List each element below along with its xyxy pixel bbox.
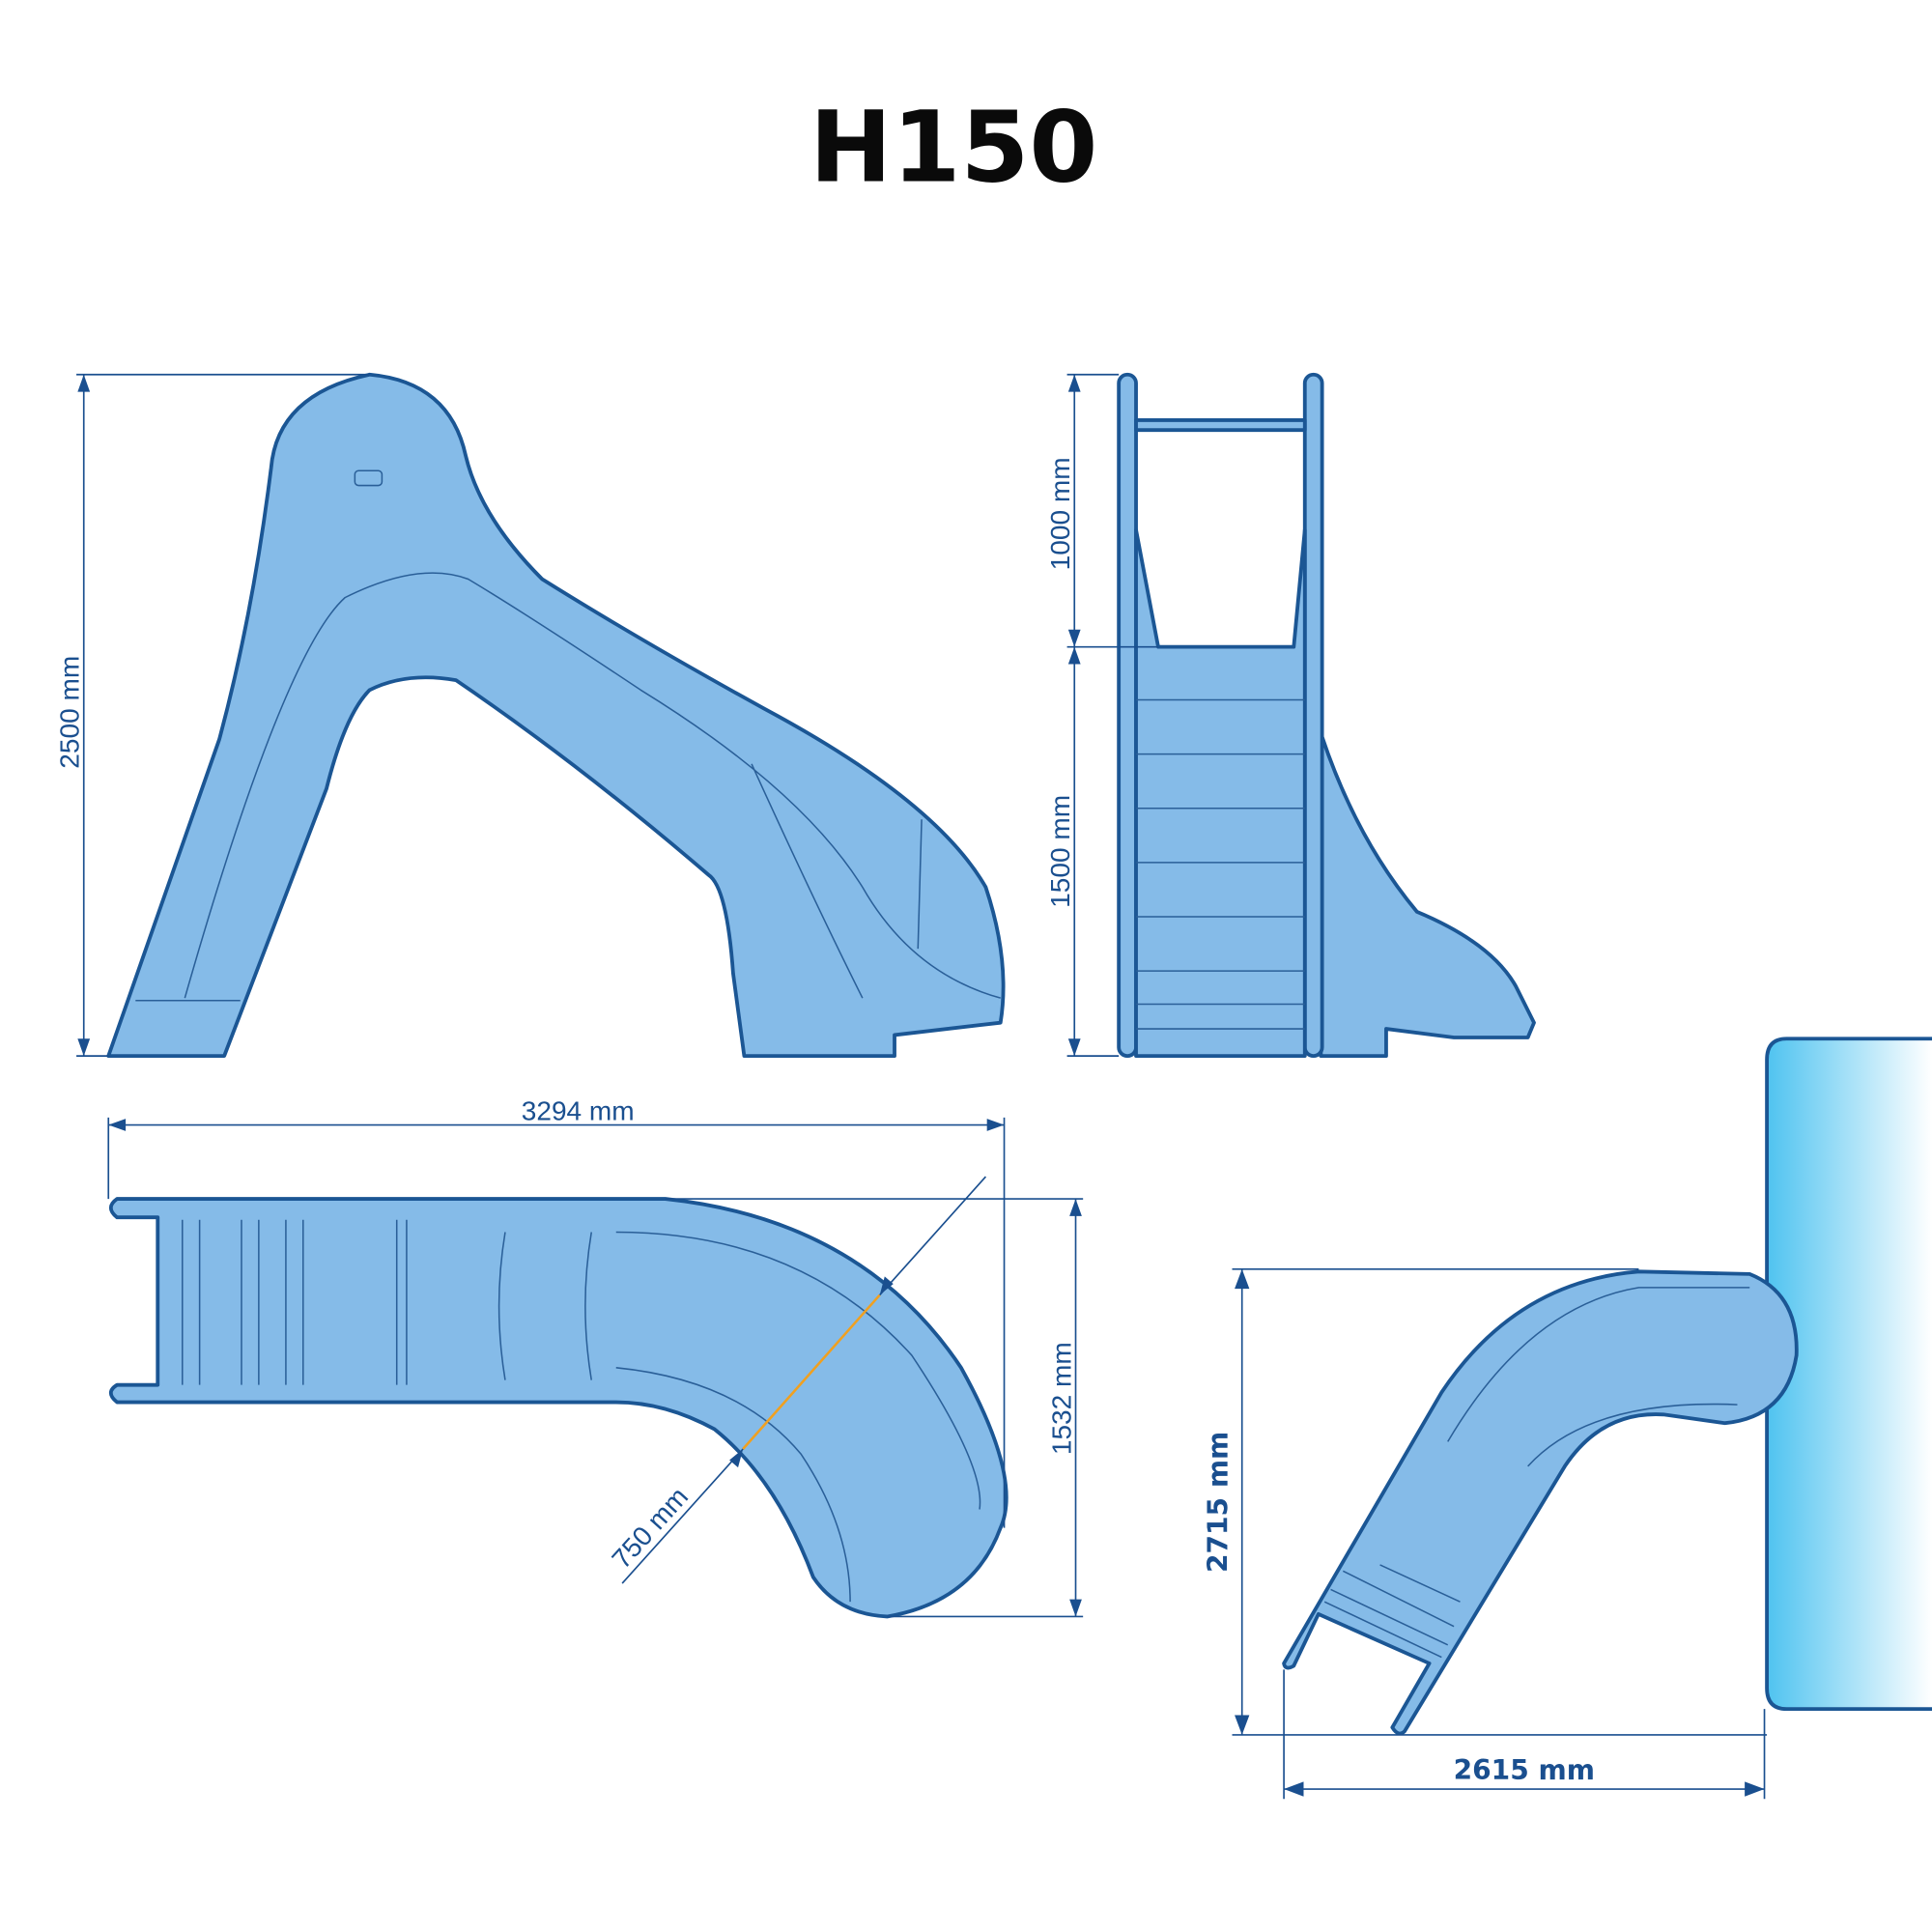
side-height-label: 2500 mm [55,656,85,769]
side-view [106,372,1006,1059]
top-width-label: 1532 mm [1046,1342,1076,1455]
side-height-dimension: 2500 mm [55,373,370,1057]
top-length-label: 3294 mm [522,1095,635,1125]
install-length-label: 2615 mm [1454,1754,1595,1786]
installation-view [1282,1037,1932,1736]
top-view: 750 mm [108,1176,1009,1619]
front-upper-height-label: 1000 mm [1045,457,1075,570]
chute-width-label: 750 mm [606,1482,694,1575]
installation-dimensions: 2715 mm 2615 mm [1202,1267,1768,1800]
front-height-dimensions: 1000 mm 1500 mm [1045,373,1158,1057]
top-dimensions: 3294 mm 1532 mm [107,1095,1084,1618]
install-height-label: 2715 mm [1202,1432,1234,1573]
page-title: H150 [810,91,1097,206]
front-lower-height-label: 1500 mm [1045,795,1075,908]
front-view [1117,372,1536,1059]
